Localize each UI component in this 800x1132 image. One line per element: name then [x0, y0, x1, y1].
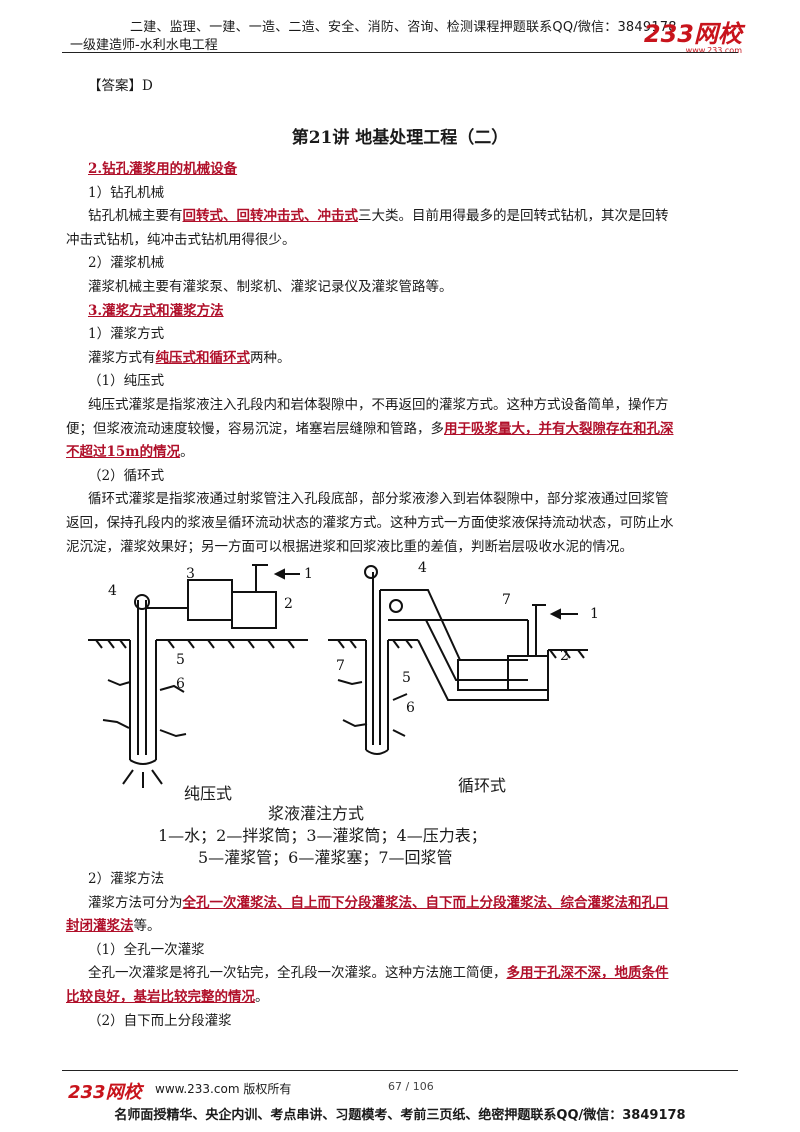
para-text: 泥沉淀，灌浆效果好；另一方面可以根据进浆和回浆液比重的差值，判断岩层吸收水泥的情…: [66, 538, 633, 555]
fig-label-7: 7: [502, 592, 511, 608]
fig-label-circulation: 循环式: [458, 776, 507, 795]
para-text: 纯压式灌浆是指浆液注入孔段内和岩体裂隙中，不再返回的灌浆方式。这种方式设备简单，…: [88, 396, 669, 413]
highlight-text: 不超过15m的情况: [66, 444, 181, 461]
subsection-heading: 2）灌浆机械: [88, 255, 165, 272]
fig-caption: 浆液灌注方式: [268, 804, 365, 823]
highlight-text: 全孔一次灌浆法、自上而下分段灌浆法、自下而上分段灌浆法、综合灌浆法和孔口: [182, 894, 669, 911]
subsection-heading: （2）自下而上分段灌浆: [88, 1012, 232, 1029]
body-text-lower: 2）灌浆方法 灌浆方法可分为全孔一次灌浆法、自上而下分段灌浆法、自下而上分段灌浆…: [66, 868, 738, 1033]
footer-logo: 233网校: [68, 1082, 142, 1103]
para-text: 灌浆方法可分为: [88, 894, 183, 911]
highlight-text: 比较良好，基岩比较完整的情况: [66, 988, 255, 1005]
para-text: 灌浆机械主要有灌浆泵、制浆机、灌浆记录仪及灌浆管路等。: [88, 278, 453, 295]
fig-label-4b: 4: [418, 560, 427, 576]
para-text: 三大类。目前用得最多的是回转式钻机，其次是回转: [358, 208, 669, 225]
para-text: 钻孔机械主要有: [88, 208, 183, 225]
fig-label-6: 6: [176, 676, 185, 692]
lecture-title: 第21讲 地基处理工程（二）: [291, 128, 509, 148]
section-heading: 2.钻孔灌浆用的机械设备: [88, 161, 238, 177]
subsection-heading: （1）全孔一次灌浆: [88, 941, 205, 958]
header-promo-text: 二建、监理、一建、一造、二造、安全、消防、咨询、检测课程押题联系QQ/微信：38…: [130, 20, 677, 35]
fig-label-pure: 纯压式: [184, 784, 233, 803]
grouting-diagram-svg: 4 3 1 2 5 6 4 7 1 2 7 5 6: [88, 560, 599, 788]
subsection-heading: 1）灌浆方式: [88, 326, 165, 343]
fig-label-1: 1: [304, 566, 313, 582]
para-text: 等。: [133, 918, 161, 935]
subsection-heading: 1）钻孔机械: [88, 184, 165, 201]
fig-legend-line2: 5—灌浆管；6—灌浆塞；7—回浆管: [198, 848, 453, 867]
para-text: 全孔一次灌浆是将孔一次钻完，全孔段一次灌浆。这种方法施工简便，: [88, 965, 507, 982]
fig-legend-line1: 1—水；2—拌浆筒；3—灌浆筒；4—压力表；: [158, 826, 487, 845]
highlight-text: 纯压式和循环式: [155, 349, 251, 366]
para-text: 。: [255, 988, 269, 1005]
footer-divider: [62, 1070, 738, 1071]
subsection-heading: 2）灌浆方法: [88, 871, 165, 887]
fig-label-2b: 2: [560, 648, 569, 664]
fig-label-3: 3: [186, 566, 195, 582]
header-divider: [62, 52, 738, 53]
fig-label-5: 5: [176, 652, 185, 668]
fig-label-5b: 5: [402, 670, 411, 686]
para-text: 两种。: [250, 349, 291, 366]
fig-label-6b: 6: [406, 700, 415, 716]
para-text: 便；但浆液流动速度较慢，容易沉淀，堵塞岩层缝隙和管路，多: [66, 420, 444, 437]
section-heading: 3.灌浆方式和灌浆方法: [88, 302, 224, 319]
para-text: 。: [180, 444, 194, 461]
fig-label-1b: 1: [590, 606, 599, 622]
highlight-text: 用于吸浆量大，并有大裂隙存在和孔深: [444, 420, 674, 437]
footer-copyright: www.233.com 版权所有: [155, 1082, 292, 1096]
highlight-text: 多用于孔深不深，地质条件: [506, 965, 669, 982]
header-subtitle: 一级建造师-水利水电工程: [70, 38, 218, 53]
fig-label-4: 4: [108, 583, 117, 599]
highlight-text: 回转式、回转冲击式、冲击式: [182, 208, 359, 225]
para-text: 循环式灌浆是指浆液通过射浆管注入孔段底部，部分浆液渗入到岩体裂隙中，部分浆液通过…: [88, 491, 669, 508]
highlight-text: 封闭灌浆法: [66, 918, 134, 935]
answer-line: 【答案】D: [88, 78, 153, 94]
fig-label-2: 2: [284, 596, 293, 612]
body-text-upper: 2.钻孔灌浆用的机械设备 1）钻孔机械 钻孔机械主要有回转式、回转冲击式、冲击式…: [66, 158, 738, 559]
footer-promo-text: 名师面授精华、央企内训、考点串讲、习题模考、考前三页纸、绝密押题联系QQ/微信：…: [114, 1108, 686, 1123]
page-number: 67 / 106: [388, 1080, 434, 1093]
grouting-diagram: 4 3 1 2 5 6 4 7 1 2 7 5 6 纯压式 循环式 浆液灌注方式…: [88, 560, 738, 870]
para-text: 返回，保持孔段内的浆液呈循环流动状态的灌浆方式。这种方式一方面使浆液保持流动状态…: [66, 514, 674, 531]
subsection-heading: （2）循环式: [88, 467, 165, 484]
fig-label-7b: 7: [336, 658, 345, 674]
para-text: 冲击式钻机，纯冲击式钻机用得很少。: [66, 231, 296, 248]
para-text: 灌浆方式有: [88, 349, 156, 366]
subsection-heading: （1）纯压式: [88, 373, 165, 390]
